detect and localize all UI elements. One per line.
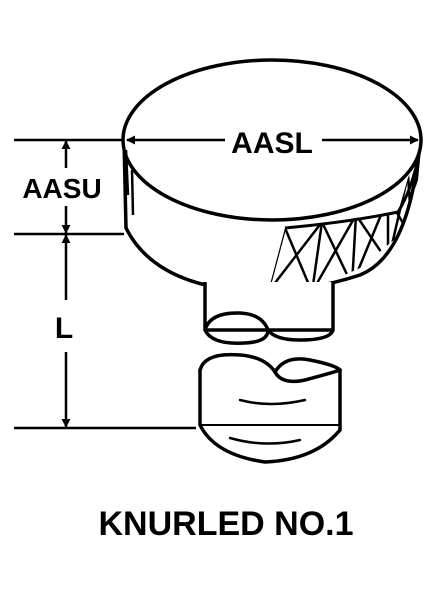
screw-head (121, 58, 423, 293)
shank-upper (203, 282, 335, 345)
dimension-label-aasl: AASL (231, 127, 313, 160)
extension-lines (14, 138, 196, 430)
dimension-label-l: L (55, 312, 73, 345)
diagram-caption: KNURLED NO.1 (98, 505, 353, 543)
shank-lower (198, 352, 342, 464)
dimension-label-aasu: AASU (22, 173, 101, 204)
knurl-outline (284, 149, 422, 230)
head-side-shading (124, 149, 135, 216)
